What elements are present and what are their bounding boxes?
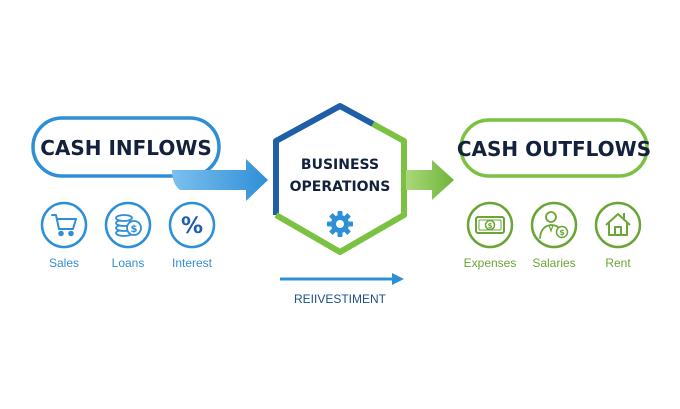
- reinvestment-arrow: [280, 273, 404, 285]
- salaries-label: Salaries: [532, 256, 575, 270]
- interest-item: % Interest: [168, 201, 216, 270]
- expenses-label: Expenses: [464, 256, 517, 270]
- reinvestment-label: REIIVESTIMENT: [294, 292, 387, 306]
- banknote-icon: $: [475, 216, 505, 234]
- shopping-cart-icon: [51, 214, 77, 237]
- business-operations-line2: OPERATIONS: [290, 179, 391, 195]
- cash-outflows-box: CASH OUTFLOWS: [457, 118, 651, 178]
- loans-label: Loans: [112, 256, 145, 270]
- cash-inflows-box: CASH INFLOWS: [31, 116, 221, 178]
- house-icon: [605, 213, 631, 236]
- svg-text:$: $: [131, 224, 138, 235]
- loans-item: $ Loans: [104, 201, 152, 270]
- business-operations-line1: BUSINESS: [301, 157, 379, 173]
- coins-stack-icon: $: [115, 214, 142, 237]
- gear-icon: [327, 211, 353, 237]
- salaries-item: $ Salaries: [530, 201, 578, 270]
- inflow-arrow: [172, 159, 268, 201]
- percent-icon: %: [181, 214, 203, 239]
- sales-item: Sales: [40, 201, 88, 270]
- cash-inflows-title: CASH INFLOWS: [40, 136, 212, 160]
- expenses-item: $ Expenses: [464, 201, 517, 270]
- rent-label: Rent: [605, 256, 631, 270]
- cash-outflows-title: CASH OUTFLOWS: [457, 137, 651, 161]
- svg-text:$: $: [488, 222, 493, 230]
- rent-item: Rent: [594, 201, 642, 270]
- outflow-arrow: [406, 160, 454, 200]
- employee-icon: $: [539, 211, 569, 239]
- business-operations-hexagon: BUSINESS OPERATIONS: [273, 103, 407, 255]
- interest-label: Interest: [172, 256, 213, 270]
- sales-label: Sales: [49, 256, 79, 270]
- svg-text:$: $: [559, 228, 565, 237]
